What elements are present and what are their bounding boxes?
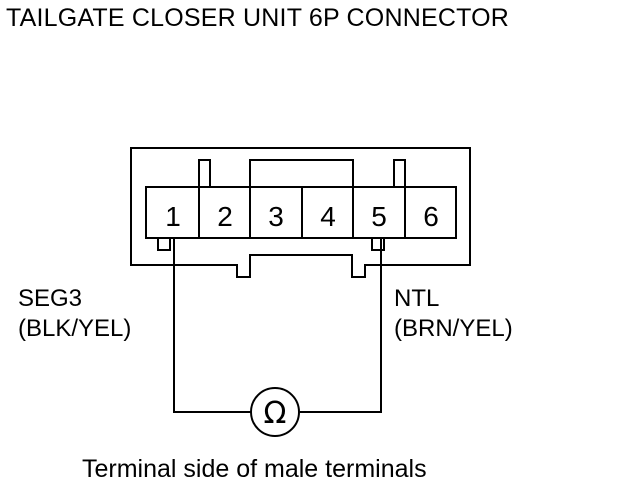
connector-housing xyxy=(130,147,471,278)
left-probe-name: SEG3 xyxy=(18,285,83,312)
lock-tab-left xyxy=(198,159,211,187)
left-probe-wire: (BLK/YEL) xyxy=(18,315,132,342)
left-probe-label: SEG3 (BLK/YEL) xyxy=(18,284,131,344)
ohmmeter-circle xyxy=(250,387,300,437)
right-probe-name: NTL xyxy=(394,285,440,312)
cavity-step-left xyxy=(157,238,171,251)
right-probe-wire: (BRN/YEL) xyxy=(394,315,513,342)
pin-3-label: 3 xyxy=(268,201,284,232)
pin-5-label: 5 xyxy=(371,201,387,232)
lock-tab-center xyxy=(249,159,354,187)
test-lead-left xyxy=(173,238,251,413)
pin-4-label: 4 xyxy=(320,201,336,232)
diagram-caption: Terminal side of male terminals xyxy=(82,455,427,483)
ohm-icon: Ω xyxy=(264,396,287,431)
cavity-step-right xyxy=(371,238,385,251)
test-lead-right xyxy=(300,238,382,413)
pin-6-label: 6 xyxy=(423,201,439,232)
pin-1-label: 1 xyxy=(165,201,181,232)
lock-tab-right xyxy=(393,159,406,187)
right-probe-label: NTL (BRN/YEL) xyxy=(394,284,513,344)
pin-2-label: 2 xyxy=(217,201,233,232)
diagram-title: TAILGATE CLOSER UNIT 6P CONNECTOR xyxy=(6,4,509,32)
